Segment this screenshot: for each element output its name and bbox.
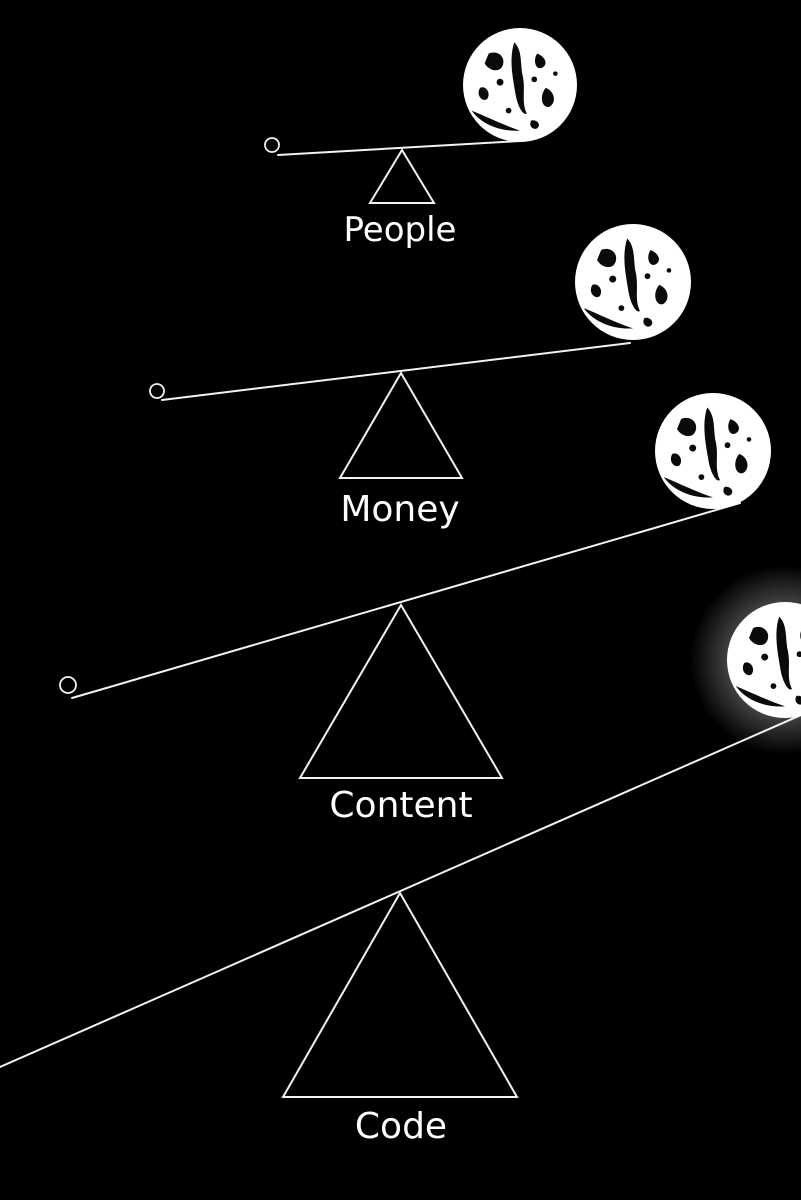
scale-people: People	[264, 28, 577, 250]
scale-code: Code	[0, 565, 801, 1147]
scale-label-money: Money	[340, 489, 459, 530]
lever-beam	[71, 502, 741, 699]
scale-label-content: Content	[329, 785, 472, 826]
scale-label-code: Code	[355, 1106, 447, 1147]
fulcrum-triangle	[338, 371, 464, 479]
moon-icon	[655, 393, 771, 509]
moon-icon	[463, 28, 577, 142]
lever-beam	[0, 714, 801, 1068]
scale-content: Content	[59, 393, 771, 826]
fulcrum-triangle	[298, 603, 504, 779]
scale-label-people: People	[344, 210, 457, 250]
counterweight-circle-icon	[149, 383, 165, 399]
moon-icon	[575, 224, 691, 340]
fulcrum-triangle	[368, 148, 436, 204]
fulcrum-triangle	[281, 890, 519, 1098]
counterweight-circle-icon	[264, 137, 280, 153]
counterweight-circle-icon	[59, 676, 77, 694]
lever-beam	[277, 140, 521, 156]
scale-money: Money	[149, 224, 691, 530]
lever-beam	[161, 342, 631, 401]
